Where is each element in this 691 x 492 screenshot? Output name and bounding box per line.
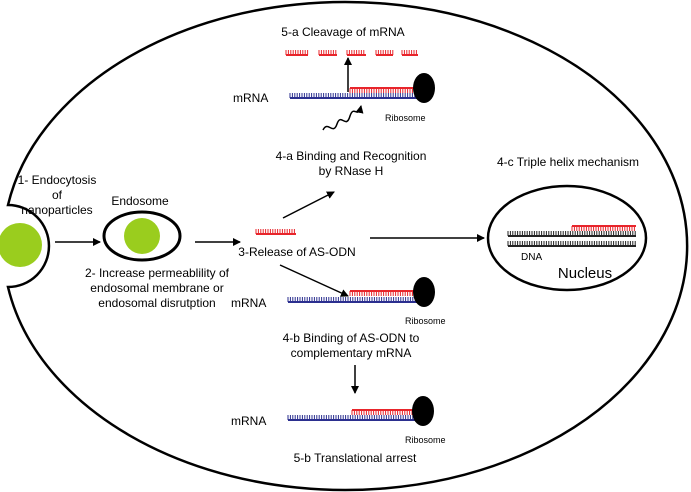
step-4b-label-line2: complementary mRNA	[291, 346, 412, 360]
step-2-label-line3: endosomal disrutption	[98, 296, 215, 310]
nanoparticle-icon	[0, 223, 42, 267]
mrna-strand	[289, 93, 423, 99]
step-1-label-line2: of	[52, 188, 63, 202]
cell-membrane	[6, 0, 689, 492]
step-1-label-line1: 1- Endocytosis	[18, 173, 97, 187]
mrna-fragment	[401, 50, 418, 56]
ribosome-label: Ribosome	[385, 113, 426, 123]
as-odn-strand	[351, 409, 416, 415]
arrow-to-rnase	[282, 191, 335, 219]
mrna-fragment	[285, 50, 309, 56]
step-1-label-line3: nanoparticles	[21, 203, 92, 217]
ribosome-icon	[413, 277, 435, 307]
dna-icon	[507, 241, 636, 247]
ribosome-icon	[412, 396, 434, 426]
mrna-fragment	[318, 50, 337, 56]
nucleus-outline	[486, 184, 648, 292]
endosome-label: Endosome	[111, 194, 169, 208]
step-3-label: 3-Release of AS-ODN	[238, 245, 355, 259]
nanoparticle-icon	[124, 218, 160, 254]
step-4b-label-line1: 4-b Binding of AS-ODN to	[283, 331, 420, 345]
mrna-fragment	[375, 50, 394, 56]
mrna-label: mRNA	[231, 296, 266, 310]
step-5a-label: 5-a Cleavage of mRNA	[281, 25, 404, 39]
ribosome-label: Ribosome	[405, 316, 446, 326]
strand-layer	[255, 50, 636, 421]
as-odn-strand	[349, 290, 416, 296]
mrna-strand	[287, 415, 422, 421]
step-4a-label-line1: 4-a Binding and Recognition	[276, 149, 427, 163]
mrna-label: mRNA	[231, 414, 266, 428]
mrna-strand	[287, 297, 422, 303]
rnase-h-icon	[322, 105, 364, 131]
step-4c-label: 4-c Triple helix mechanism	[497, 155, 639, 169]
arrow-to-binding	[279, 264, 349, 297]
released-as-odn-strand	[255, 229, 296, 235]
step-4a-label-line2: by RNase H	[319, 164, 384, 178]
step-2-label-line2: endosomal membrane or	[90, 281, 223, 295]
step-5b-label: 5-b Translational arrest	[294, 451, 417, 465]
mrna-fragment	[346, 50, 366, 56]
nucleus-label: Nucleus	[558, 265, 612, 282]
as-odn-strand	[349, 87, 416, 93]
triple-helix-as-odn-strand	[571, 225, 636, 231]
mrna-label: mRNA	[233, 91, 268, 105]
step-2-label-line1: 2- Increase permeablility of	[85, 266, 230, 280]
dna-icon	[507, 231, 636, 237]
dna-label: DNA	[521, 252, 542, 263]
ribosome-icon	[413, 73, 435, 103]
ribosome-label: Ribosome	[405, 435, 446, 445]
